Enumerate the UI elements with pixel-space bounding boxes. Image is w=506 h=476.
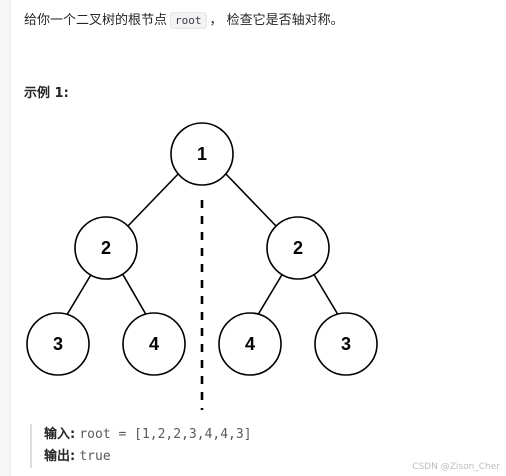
edge-2L-4 (121, 272, 149, 319)
problem-text-after: ， 检查它是否轴对称。 (209, 13, 344, 28)
node-label-root: 1 (197, 144, 207, 164)
edge-2R-4 (255, 272, 284, 319)
output-value: true (79, 449, 111, 464)
node-label-left-left-3: 3 (53, 334, 63, 354)
edge-1-2L (127, 171, 181, 227)
root-inline-code: root (170, 12, 207, 29)
tree-node-left-2: 2 (74, 216, 138, 280)
node-label-left-2: 2 (101, 238, 111, 258)
node-label-right-left-4: 4 (245, 334, 255, 354)
input-line: 输入: root = [1,2,2,3,4,4,3] (44, 424, 252, 446)
tree-node-left-left-3: 3 (26, 312, 90, 376)
tree-node-right-2: 2 (266, 216, 330, 280)
edge-1-2R (223, 171, 277, 227)
example-io-block: 输入: root = [1,2,2,3,4,4,3] 输出: true (30, 424, 252, 468)
output-line: 输出: true (44, 446, 252, 468)
edge-2R-3 (312, 272, 341, 319)
csdn-watermark: CSDN @Zison_Cher (412, 462, 500, 472)
output-label: 输出: (44, 449, 76, 464)
tree-node-right-left-4: 4 (218, 312, 282, 376)
edge-2L-3 (64, 272, 93, 319)
problem-text-before: 给你一个二叉树的根节点 (24, 13, 168, 28)
tree-node-root: 1 (170, 122, 234, 186)
input-value: root = [1,2,2,3,4,4,3] (79, 427, 252, 442)
node-label-left-right-4: 4 (149, 334, 159, 354)
node-label-right-right-3: 3 (341, 334, 351, 354)
example-heading: 示例 1: (24, 86, 69, 101)
left-gutter (0, 0, 11, 476)
input-label: 输入: (44, 427, 76, 442)
tree-node-right-right-3: 3 (314, 312, 378, 376)
node-label-right-2: 2 (293, 238, 303, 258)
tree-node-left-right-4: 4 (122, 312, 186, 376)
